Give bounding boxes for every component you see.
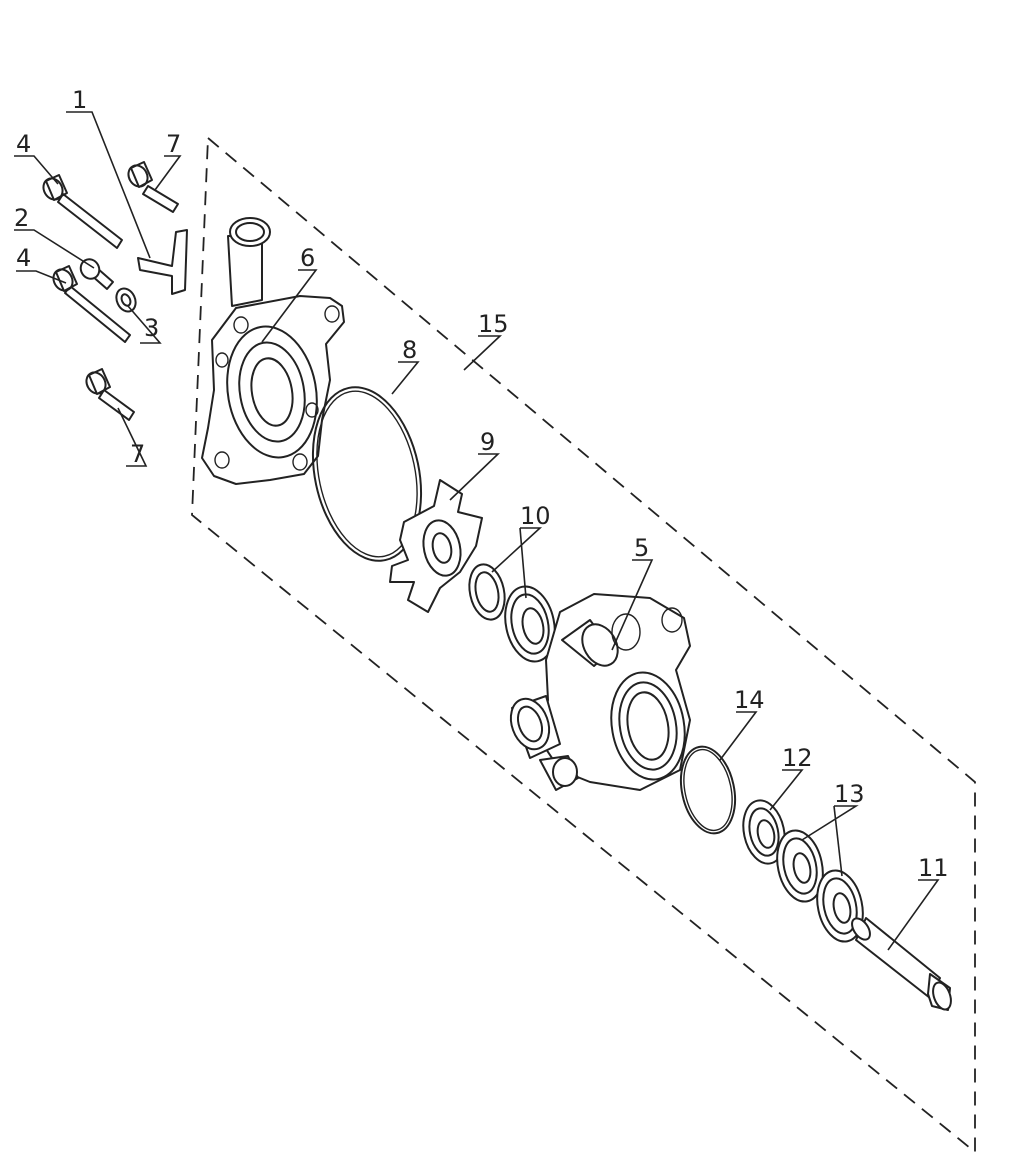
callout-11: 11 <box>918 854 949 882</box>
callout-13: 13 <box>834 780 865 808</box>
impeller <box>389 479 483 613</box>
leader-lines <box>14 111 940 951</box>
seal-small <box>468 563 506 621</box>
washer <box>115 287 137 313</box>
bracket <box>137 229 188 295</box>
pump-housing <box>509 593 691 791</box>
bolt-long-upper <box>42 174 123 249</box>
callout-3: 3 <box>144 314 159 342</box>
callout-8: 8 <box>402 336 417 364</box>
callout-2: 2 <box>14 204 29 232</box>
callout-7-lower: 7 <box>130 440 145 468</box>
bolt-long-lower <box>52 265 131 343</box>
pump-shaft <box>851 917 952 1011</box>
ball-bearing-1 <box>776 829 824 903</box>
o-ring-large <box>311 386 423 562</box>
callout-4-lower: 4 <box>16 244 31 272</box>
callout-4-upper: 4 <box>16 130 31 158</box>
pump-cover <box>201 217 345 485</box>
callout-6: 6 <box>300 244 315 272</box>
callout-9: 9 <box>480 428 495 456</box>
callout-14: 14 <box>734 686 765 714</box>
callout-5: 5 <box>634 534 649 562</box>
o-ring-small <box>679 745 737 835</box>
callout-7-upper: 7 <box>166 130 181 158</box>
callout-10: 10 <box>520 502 551 530</box>
callout-15: 15 <box>478 310 509 338</box>
bolt-short <box>79 258 114 290</box>
bolt-upper-right <box>127 161 179 213</box>
o-ring-small-inner <box>683 748 733 832</box>
o-ring-large-inner <box>316 390 418 558</box>
assembly-boundary <box>191 136 976 1154</box>
callout-1: 1 <box>72 86 87 114</box>
bolt-lower-left <box>85 368 135 421</box>
bearing-small <box>742 799 786 865</box>
callout-12: 12 <box>782 744 813 772</box>
seal-large <box>504 585 556 663</box>
